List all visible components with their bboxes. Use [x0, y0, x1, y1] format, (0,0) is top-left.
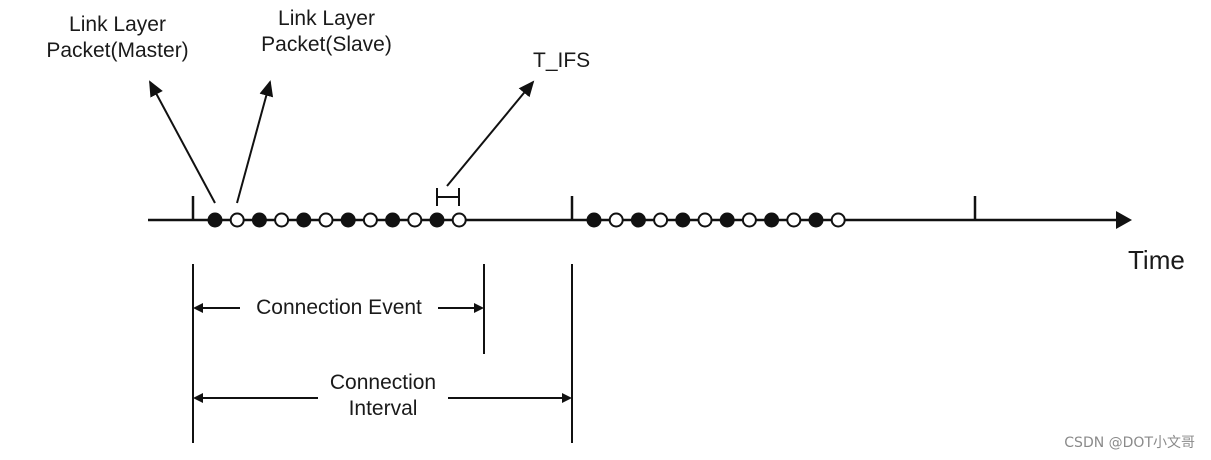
master-packet	[385, 212, 401, 228]
slave-packet	[697, 212, 713, 228]
slave-packet	[362, 212, 378, 228]
master-packet	[296, 212, 312, 228]
master-packet	[808, 212, 824, 228]
watermark: CSDN @DOT小文哥	[1064, 435, 1195, 451]
master-label-line2: Packet(Master)	[46, 39, 189, 62]
master-packet	[340, 212, 356, 228]
master-packet	[207, 212, 223, 228]
time-axis-label: Time	[1128, 245, 1185, 275]
master-callout-arrow	[149, 80, 216, 204]
slave-packet	[274, 212, 290, 228]
slave-packet	[830, 212, 846, 228]
packets-group	[207, 212, 846, 228]
master-packet	[630, 212, 646, 228]
slave-packet	[653, 212, 669, 228]
connection-interval-label: Connection Interval	[300, 370, 466, 422]
slave-packet	[741, 212, 757, 228]
master-packet	[429, 212, 445, 228]
slave-packet	[318, 212, 334, 228]
master-packet	[675, 212, 691, 228]
master-packet	[719, 212, 735, 228]
master-label-line1: Link Layer	[69, 13, 166, 36]
slave-label-line1: Link Layer	[278, 7, 375, 30]
time-axis-arrowhead	[1116, 211, 1132, 229]
interval-label-line1: Connection	[329, 371, 437, 394]
slave-packet	[608, 212, 624, 228]
connection-event-label: Connection Event	[256, 296, 422, 319]
slave-packet-label: Link Layer Packet(Slave)	[244, 6, 409, 58]
master-packet	[251, 212, 267, 228]
slave-packet	[229, 212, 245, 228]
tifs-label: T_IFS	[533, 49, 591, 72]
slave-label-line2: Packet(Slave)	[261, 33, 392, 56]
interval-label-line2: Interval	[348, 397, 418, 420]
slave-callout-arrow	[236, 80, 274, 204]
slave-packet	[407, 212, 423, 228]
master-packet	[586, 212, 602, 228]
slave-packet	[451, 212, 467, 228]
tifs-callout-arrow	[446, 80, 535, 187]
slave-packet	[786, 212, 802, 228]
tifs-marker	[436, 188, 460, 206]
master-packet	[764, 212, 780, 228]
master-packet-label: Link Layer Packet(Master)	[40, 12, 195, 64]
